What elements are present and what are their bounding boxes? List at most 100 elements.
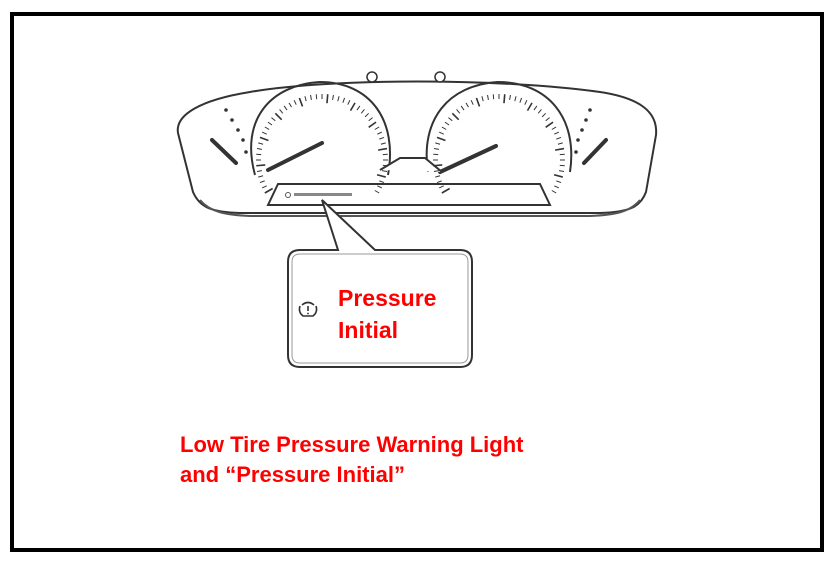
tick-mark xyxy=(537,109,542,114)
tick-mark xyxy=(444,121,450,126)
caption-line-1: Low Tire Pressure Warning Light xyxy=(180,432,524,457)
tick-mark xyxy=(261,185,267,189)
tick-mark xyxy=(264,126,270,130)
tick-mark xyxy=(433,148,440,150)
tick-mark xyxy=(279,109,284,114)
indicator-lamp-right xyxy=(434,71,446,83)
tick-mark xyxy=(379,136,385,140)
tick-mark xyxy=(368,121,377,128)
tick-mark xyxy=(433,164,443,167)
tick-mark xyxy=(556,180,562,184)
tick-mark xyxy=(259,136,269,142)
tick-mark xyxy=(441,187,451,194)
tick-mark xyxy=(433,170,440,172)
dial-tick-marks xyxy=(256,94,565,194)
callout-line-1: Pressure xyxy=(338,285,437,311)
tick-mark xyxy=(438,185,444,189)
tick-mark xyxy=(271,117,276,122)
caption-line-2: and “Pressure Initial” xyxy=(180,462,405,487)
tick-mark xyxy=(556,136,562,140)
tick-mark xyxy=(364,112,370,118)
cluster-housing xyxy=(176,80,658,214)
tick-mark xyxy=(356,105,361,111)
tick-mark xyxy=(541,112,547,118)
tire-pressure-warning-icon xyxy=(298,301,318,317)
tick-mark xyxy=(377,131,383,135)
tick-mark xyxy=(332,94,334,101)
tick-mark xyxy=(349,102,356,112)
tick-mark xyxy=(470,99,474,105)
tachometer xyxy=(425,80,573,174)
tick-mark xyxy=(465,102,469,108)
tick-mark xyxy=(554,185,560,189)
tick-mark xyxy=(558,170,565,172)
tick-mark xyxy=(326,94,329,104)
tick-mark xyxy=(381,170,388,172)
info-display-panel xyxy=(266,183,552,206)
tick-mark xyxy=(347,99,351,105)
callout-line-2: Initial xyxy=(338,317,399,343)
speedometer xyxy=(250,80,391,176)
tick-mark xyxy=(436,136,446,142)
tick-mark xyxy=(298,97,304,107)
tick-mark xyxy=(436,180,442,184)
tick-mark xyxy=(288,102,292,108)
tick-mark xyxy=(551,126,557,130)
info-display-text xyxy=(285,192,352,198)
tick-mark xyxy=(460,105,465,111)
tick-mark xyxy=(475,97,481,107)
tick-mark xyxy=(377,185,383,189)
tick-mark xyxy=(368,117,373,122)
tick-mark xyxy=(310,94,312,101)
fuel-gauge xyxy=(210,108,248,165)
tick-mark xyxy=(304,96,307,102)
tire-pressure-warning-icon-small xyxy=(285,192,291,198)
tick-mark xyxy=(376,173,386,178)
tick-mark xyxy=(374,190,380,194)
figure-caption: Low Tire Pressure Warning Light and “Pre… xyxy=(180,430,740,490)
tick-mark xyxy=(551,190,557,194)
tick-mark xyxy=(337,96,340,102)
indicator-lamp-left xyxy=(366,71,378,83)
tick-mark xyxy=(264,187,274,194)
tick-mark xyxy=(509,94,511,101)
tick-mark xyxy=(519,97,523,103)
tick-mark xyxy=(526,102,533,112)
speedometer-needle xyxy=(266,141,324,172)
tick-mark xyxy=(503,94,506,104)
tick-mark xyxy=(435,175,441,178)
tick-mark xyxy=(256,164,266,167)
tick-mark xyxy=(441,126,447,130)
tick-mark xyxy=(274,112,283,121)
tick-mark xyxy=(554,131,560,135)
callout-label: Pressure Initial xyxy=(338,282,488,346)
tick-mark xyxy=(554,147,565,151)
tick-mark xyxy=(379,180,385,184)
tick-mark xyxy=(524,99,528,105)
tick-mark xyxy=(259,180,265,184)
tick-mark xyxy=(258,175,264,178)
tick-mark xyxy=(456,109,461,114)
tick-mark xyxy=(451,112,460,121)
tick-mark xyxy=(283,105,288,111)
tick-mark xyxy=(545,121,554,128)
callout-box xyxy=(287,199,473,368)
tick-mark xyxy=(293,99,297,105)
tick-mark xyxy=(435,142,441,145)
tick-mark xyxy=(438,131,444,135)
tick-mark xyxy=(545,117,550,122)
tick-mark xyxy=(380,142,386,145)
tick-mark xyxy=(487,94,489,101)
tick-mark xyxy=(553,173,563,178)
tick-mark xyxy=(261,131,267,135)
tick-mark xyxy=(258,142,264,145)
tick-mark xyxy=(342,97,346,103)
tick-mark xyxy=(514,96,517,102)
tick-mark xyxy=(374,126,380,130)
tick-mark xyxy=(557,142,563,145)
tick-mark xyxy=(267,121,273,126)
tick-mark xyxy=(481,96,484,102)
tick-mark xyxy=(377,147,388,151)
tachometer-needle xyxy=(438,144,498,174)
cluster-rim xyxy=(199,199,641,217)
